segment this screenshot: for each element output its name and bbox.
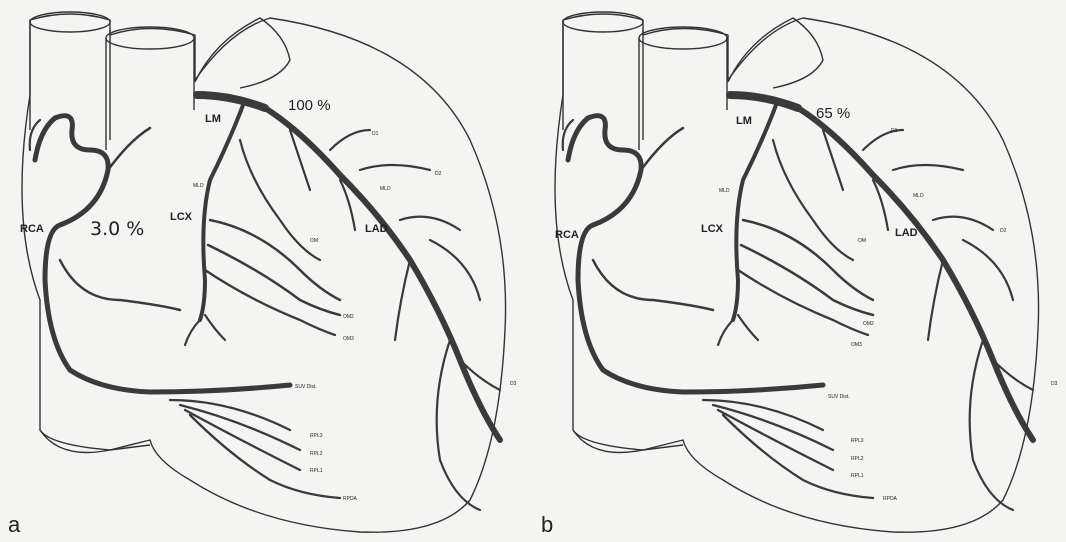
stenosis-lm-value: 65 % [816,105,850,122]
label-lad: LAD [365,223,388,235]
label-crux: SUV Dist. [828,394,850,400]
label-lad: LAD [895,227,918,239]
label-lcx: LCX [170,211,193,223]
label-d3: D3 [1051,381,1058,387]
label-om1: OM [310,238,318,244]
heart-drawing-b [555,12,1039,532]
label-om3: OM3 [851,342,862,348]
label-d2: D2 [435,171,442,177]
label-d1: D1 [372,131,379,137]
label-lcx: LCX [701,223,724,235]
label-d2: D2 [1000,228,1007,234]
label-mld-lad: MLD [913,193,924,199]
label-rca: RCA [20,223,44,235]
stenosis-rca-value: 3.0 % [90,218,144,240]
heart-drawing-a [22,12,506,532]
label-crux: SUV Dist. [295,384,317,390]
panel-a: RCA LM LCX LAD MLD MLD 100 % 3.0 % D1 D2… [8,12,517,537]
label-d1: D1 [891,128,898,134]
stenosis-lm-value: 100 % [288,97,331,114]
panel-letter-b: b [541,512,553,537]
label-rpda: RPDA [343,496,358,502]
label-mld-lcx: MLD [719,188,730,194]
label-om3: OM3 [343,336,354,342]
label-om2: OM2 [863,321,874,327]
label-mld-lcx: MLD [193,183,204,189]
label-pl3: RPL1 [310,468,323,474]
label-pl2: RPL2 [851,456,864,462]
label-lm: LM [736,115,752,127]
label-pl2: RPL2 [310,451,323,457]
label-lm: LM [205,113,221,125]
label-pl1: RPL3 [851,438,864,444]
label-mld-lad: MLD [380,186,391,192]
label-pl3: RPL1 [851,473,864,479]
label-pl1: RPL3 [310,433,323,439]
panel-b: RCA LM LCX LAD MLD MLD 65 % D1 D2 D3 OM … [541,12,1058,537]
label-om2: OM2 [343,314,354,320]
label-d3: D3 [510,381,517,387]
label-rpda: RPDA [883,496,898,502]
panel-letter-a: a [8,512,21,537]
label-rca: RCA [555,229,579,241]
label-om1: OM [858,238,866,244]
